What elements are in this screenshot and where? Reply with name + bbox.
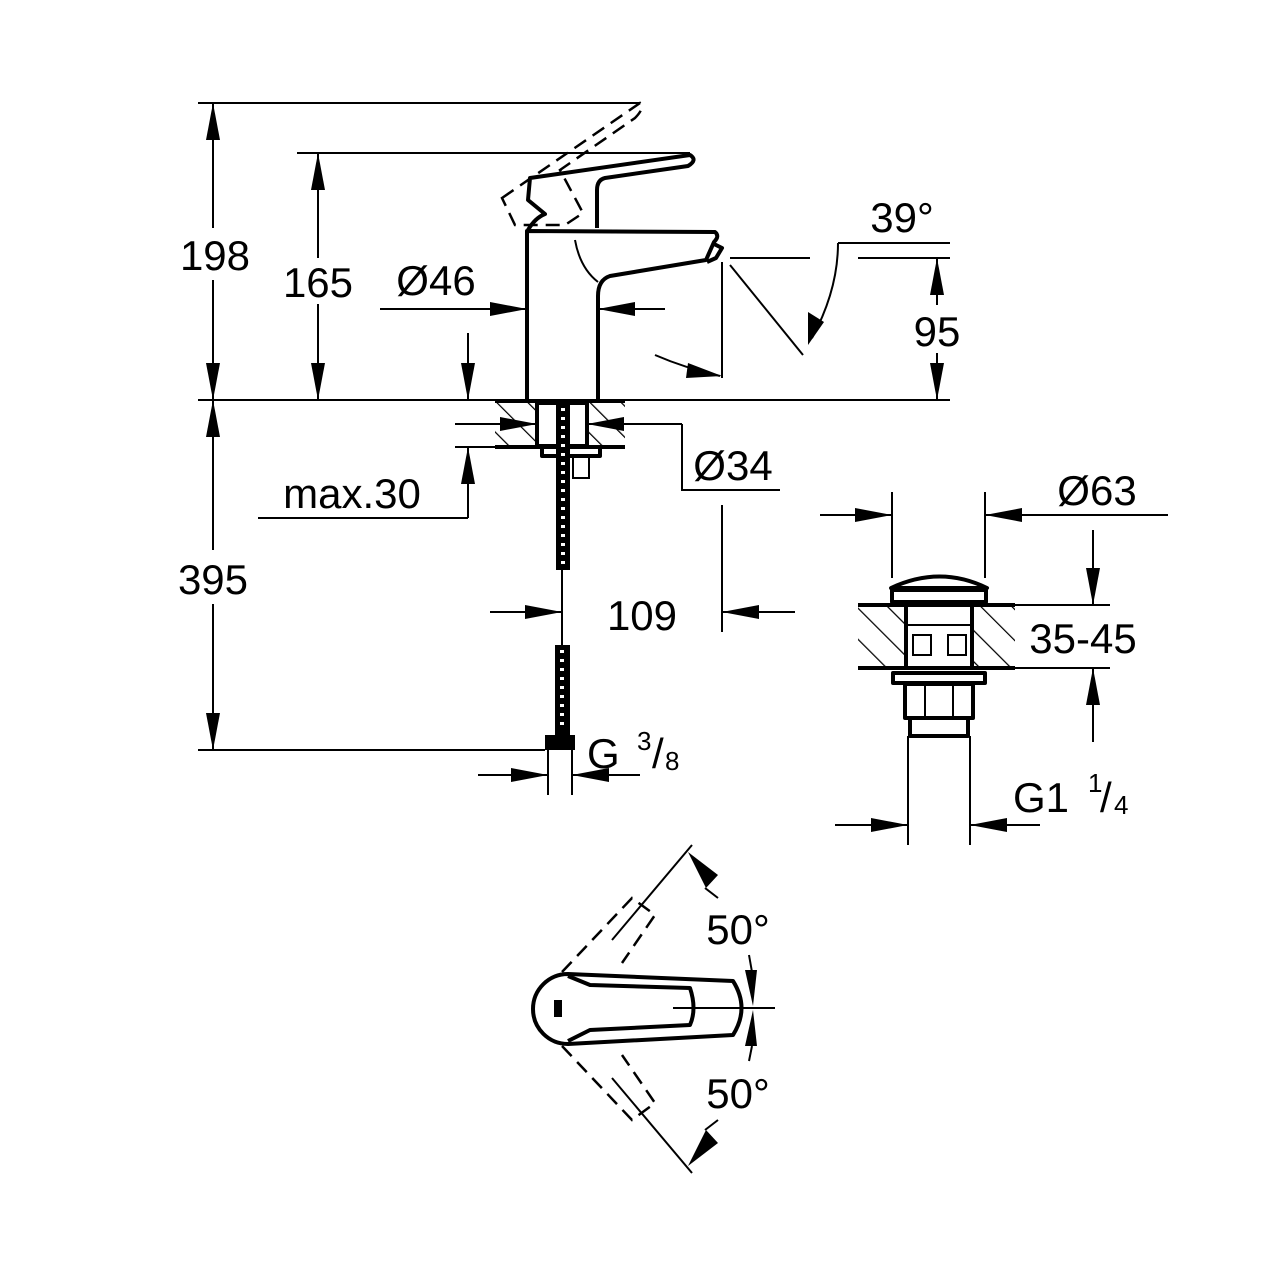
label-max-30: max.30	[283, 470, 421, 517]
pop-up-waste: Ø63 35-45	[820, 467, 1168, 845]
dimension-198: 198	[170, 103, 256, 400]
dimension-109: 109	[490, 505, 795, 639]
label-connection-g1-1-4: G1 1 / 4	[1013, 768, 1128, 821]
label-connection-g-3-8: G 3 / 8	[587, 726, 679, 777]
dimension-165: 165	[275, 153, 361, 400]
dimension-diameter-63: Ø63	[820, 467, 1168, 522]
label-165: 165	[283, 259, 353, 306]
label-109: 109	[607, 592, 677, 639]
label-diameter-34: Ø34	[693, 442, 772, 489]
label-angle-39: 39°	[870, 194, 934, 241]
dimension-angle-39: 39°	[654, 194, 950, 378]
label-angle-50-upper: 50°	[706, 906, 770, 953]
top-view: 50° 50°	[531, 844, 775, 1174]
dimension-395: 395	[168, 400, 258, 750]
dimension-95: 95	[905, 258, 969, 400]
dimension-g1-1-4: G1 1 / 4	[835, 768, 1128, 832]
dimension-diameter-46: Ø46	[380, 257, 665, 316]
label-angle-50-lower: 50°	[706, 1070, 770, 1117]
dimension-diameter-34: Ø34	[455, 417, 780, 491]
label-diameter-46: Ø46	[396, 257, 475, 304]
dimension-g-3-8: G 3 / 8	[478, 726, 679, 782]
label-diameter-63: Ø63	[1057, 467, 1136, 514]
faucet-side	[500, 101, 724, 400]
label-395: 395	[178, 556, 248, 603]
dimension-35-45: 35-45	[1015, 530, 1137, 742]
supply-hose	[198, 403, 575, 795]
dimension-angle-50-lower: 50°	[688, 1010, 770, 1166]
dimension-angle-50-upper: 50°	[688, 852, 770, 1006]
dimension-max-30: max.30	[258, 333, 495, 519]
label-198: 198	[180, 232, 250, 279]
label-35-45: 35-45	[1029, 615, 1136, 662]
label-95: 95	[914, 308, 961, 355]
side-view: 198 165 Ø46	[168, 101, 969, 795]
